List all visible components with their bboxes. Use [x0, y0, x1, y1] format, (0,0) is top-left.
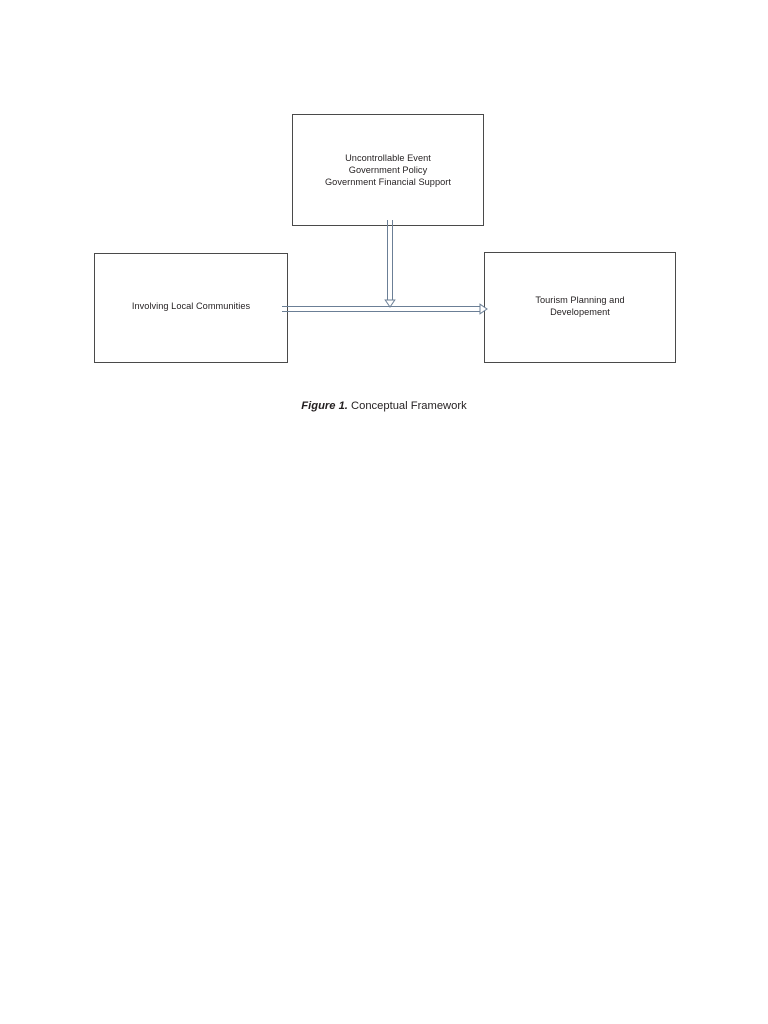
figure-caption-text: Conceptual Framework [347, 400, 467, 412]
node-involving-local-communities: Involving Local Communities [94, 253, 288, 363]
node-involving-local-communities-label: Involving Local Communities [131, 301, 251, 311]
connector-main-path-icon [282, 303, 488, 315]
figure-caption: Figure 1. Conceptual Framework [0, 399, 768, 414]
connector-main-path-arrow [282, 296, 490, 322]
node-uncontrollable-event-label: Uncontrollable Event Government Policy G… [324, 153, 451, 188]
figure-caption-label: Figure 1. [301, 400, 348, 412]
connector-moderating-effect-icon [384, 220, 396, 308]
node-uncontrollable-event: Uncontrollable Event Government Policy G… [292, 114, 484, 226]
node-tourism-planning-and-developement: Tourism Planning and Developement [484, 252, 676, 363]
connector-moderating-effect-arrow [375, 220, 405, 312]
node-tourism-planning-and-developement-label: Tourism Planning and Developement [535, 295, 625, 318]
